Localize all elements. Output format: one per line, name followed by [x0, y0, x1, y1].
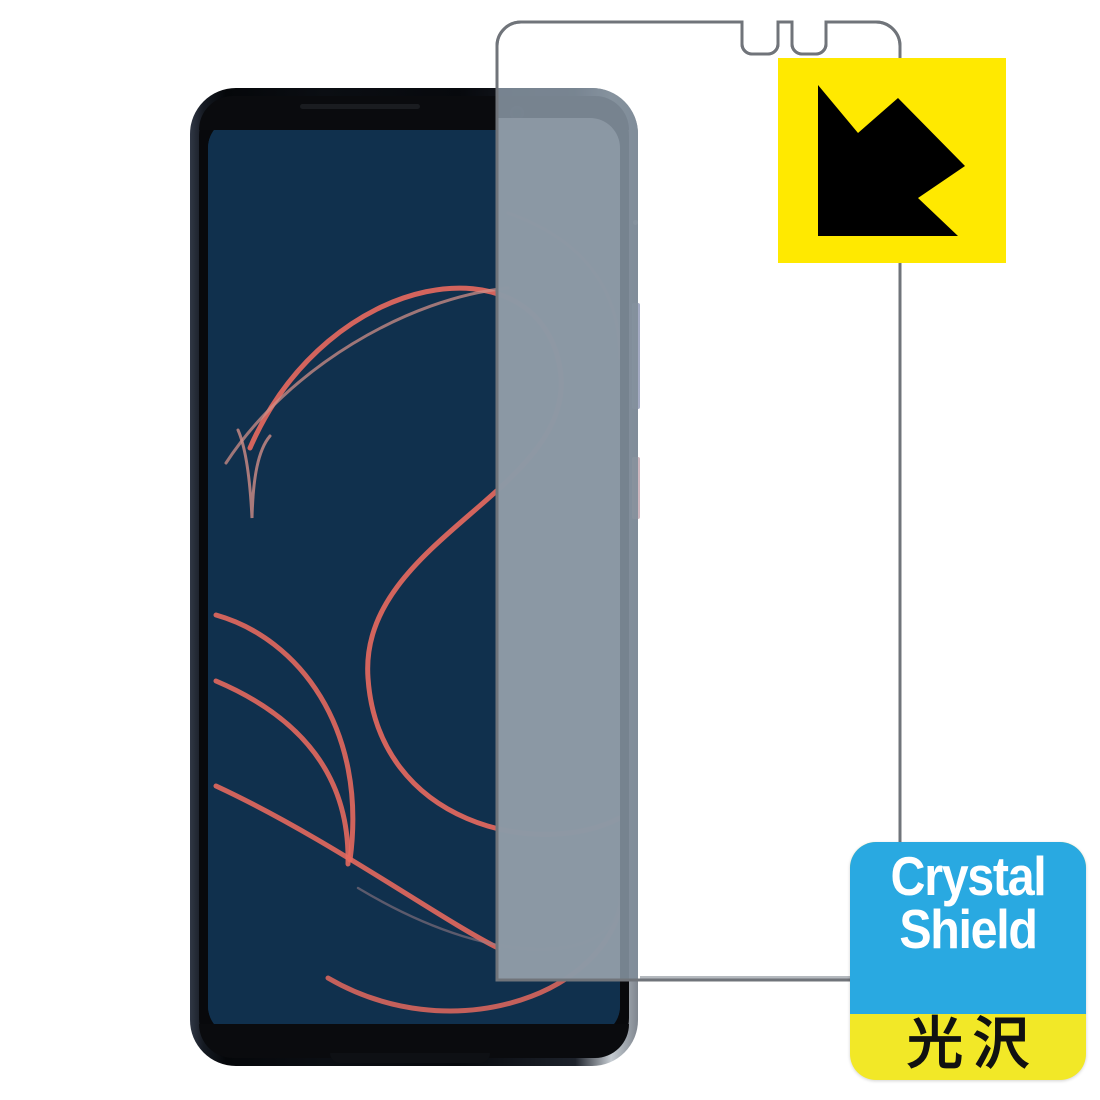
badge-title: Crystal Shield — [864, 845, 1072, 961]
power-button[interactable] — [632, 303, 640, 409]
badge-title-line-1: Crystal — [890, 845, 1047, 907]
phone-bottom-bezel — [199, 1024, 629, 1058]
impact-absorption-badge — [778, 58, 1006, 263]
down-right-arrow-icon — [778, 58, 1006, 263]
phone-top-bezel — [199, 96, 629, 130]
phone-screen — [208, 118, 620, 1036]
badge-top-panel — [850, 842, 1086, 1014]
badge-title-line-2: Shield — [899, 898, 1038, 961]
badge-subtitle: 光沢 — [907, 1012, 1039, 1077]
front-camera-icon — [510, 106, 524, 120]
s-curve-wallpaper — [208, 118, 620, 1036]
volume-button[interactable] — [632, 457, 640, 519]
bottom-speaker-cutout — [330, 1053, 490, 1063]
crystal-shield-badge: Crystal Shield 光沢 — [850, 842, 1086, 1080]
microphone-hole — [633, 220, 638, 225]
earpiece-speaker — [300, 104, 420, 109]
